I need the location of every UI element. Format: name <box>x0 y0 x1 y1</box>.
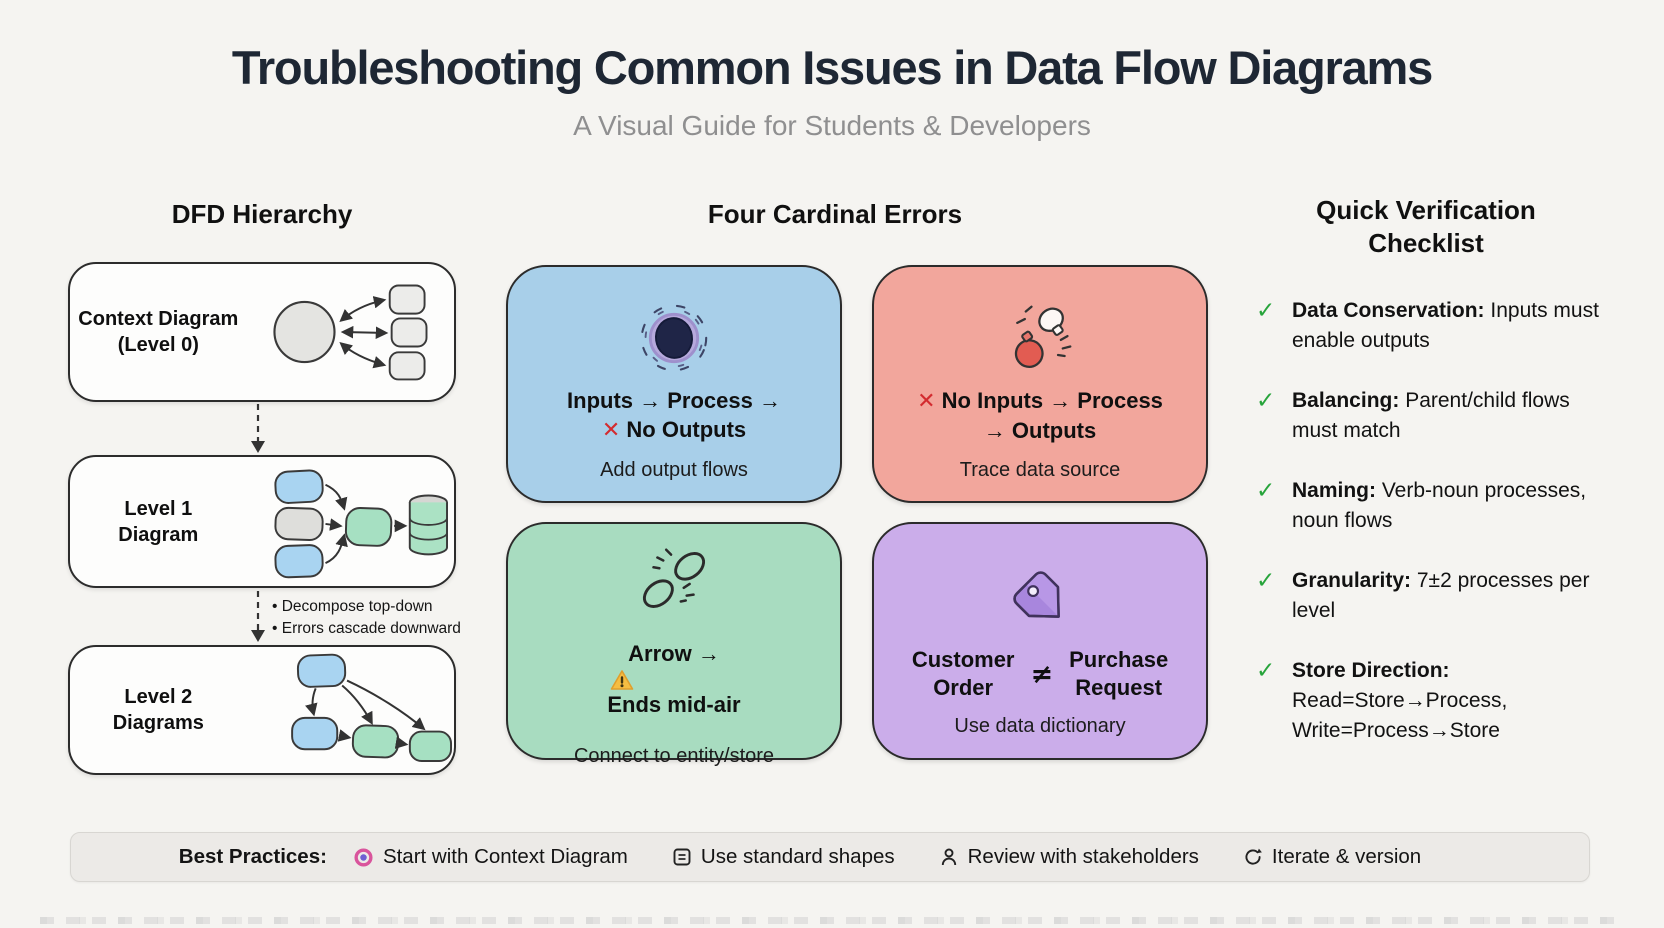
check-icon: ✓ <box>1256 568 1276 595</box>
target-icon <box>354 847 373 867</box>
error4-right-line1: Purchase <box>1069 647 1169 672</box>
checklist-text: Read=Store→Process, Write=Process→Store <box>1292 689 1508 743</box>
error4-right-term: Purchase Request <box>1069 646 1168 701</box>
checklist-item-store-direction: ✓ Store Direction: Read=Store→Process, W… <box>1256 656 1612 746</box>
level2-diagram-icon <box>291 653 453 762</box>
miracle-icon <box>1004 283 1076 375</box>
level1-sketch <box>247 464 454 580</box>
broken-link-icon <box>633 544 715 616</box>
error-card-naming-mismatch: Customer Order ≠ Purchase Request Use da… <box>872 522 1208 760</box>
checklist-text: Inputs must enable outputs <box>1292 299 1599 353</box>
level1-label-line1: Level 1 <box>124 497 193 520</box>
error2-statement: ✕ No Inputs → Process → Outputs <box>917 387 1163 445</box>
best-practice-review-stakeholders: Review with stakeholders <box>939 845 1199 869</box>
level1-label: Level 1 Diagram <box>70 496 247 548</box>
error1-line1: Inputs → Process → <box>567 388 781 413</box>
decompose-annotation: • Decompose top-down • Errors cascade do… <box>272 596 461 641</box>
context-label-line2: (Level 0) <box>117 334 199 356</box>
error1-line2: No Outputs <box>626 416 747 442</box>
error3-line2: Ends mid-air <box>607 691 741 717</box>
check-icon: ✓ <box>1256 388 1276 415</box>
checklist-text: Verb-noun processes, noun flows <box>1292 479 1587 533</box>
error-card-no-inputs: ✕ No Inputs → Process → Outputs Trace da… <box>872 265 1208 503</box>
error3-line1: Arrow → <box>628 641 720 666</box>
checklist-term: Naming: <box>1292 479 1376 503</box>
error4-fix: Use data dictionary <box>954 715 1126 737</box>
hierarchy-heading: DFD Hierarchy <box>171 199 353 229</box>
level2-label-line2: Diagrams <box>112 712 204 734</box>
annotation-line1: • Decompose top-down <box>272 598 433 615</box>
page-title: Troubleshooting Common Issues in Data Fl… <box>231 41 1433 94</box>
not-equal-icon: ≠ <box>1030 659 1054 690</box>
checklist-term: Balancing: <box>1292 389 1400 413</box>
error1-statement: Inputs → Process → ✕ No Outputs <box>567 387 781 445</box>
error2-line1: No Inputs → Process <box>941 388 1163 413</box>
checklist-term: Store Direction: <box>1292 659 1450 683</box>
check-icon: ✓ <box>1256 298 1276 324</box>
check-icon: ✓ <box>1256 478 1276 505</box>
checklist-term: Data Conservation: <box>1292 299 1485 322</box>
best-practice-text: Review with stakeholders <box>967 845 1199 868</box>
errors-heading: Four Cardinal Errors <box>707 199 963 229</box>
context-diagram-sketch <box>247 276 454 388</box>
checklist-item-balancing: ✓ Balancing: Parent/child flows must mat… <box>1256 386 1612 446</box>
best-practices-bar: Best Practices: Start with Context Diagr… <box>70 832 1590 882</box>
cutoff-text-ghost <box>40 917 1624 924</box>
best-practice-standard-shapes: Use standard shapes <box>672 845 895 869</box>
error3-statement: Arrow → Ends mid-air <box>607 640 740 719</box>
best-practice-context-diagram: Start with Context Diagram <box>353 845 628 869</box>
error-card-no-outputs: Inputs → Process → ✕ No Outputs Add outp… <box>506 265 842 503</box>
warning-icon <box>611 669 634 690</box>
context-label-line1: Context Diagram <box>78 308 239 330</box>
error4-left-term: Customer Order <box>912 646 1015 701</box>
error-card-dangling-arrow: Arrow → Ends mid-air Connect to entity/s… <box>506 522 842 767</box>
decompose-arrow-2 <box>247 591 269 643</box>
checklist-heading-line1: Quick Verification <box>1316 195 1536 225</box>
level1-diagram-box: Level 1 Diagram <box>68 455 456 588</box>
level2-sketch <box>247 653 454 767</box>
best-practice-iterate: Iterate & version <box>1243 845 1421 869</box>
best-practices-label: Best Practices: <box>178 845 327 868</box>
checklist-heading: Quick Verification Checklist <box>1240 194 1612 259</box>
verification-checklist: ✓ Data Conservation: Inputs must enable … <box>1256 296 1612 776</box>
page-subtitle: A Visual Guide for Students & Developers <box>573 110 1091 141</box>
check-icon: ✓ <box>1256 658 1276 685</box>
tag-icon <box>1003 544 1077 636</box>
best-practice-text: Iterate & version <box>1271 845 1422 868</box>
checklist-text: 7±2 processes per level <box>1292 569 1590 623</box>
x-mark-icon: ✕ <box>917 389 936 414</box>
error2-fix: Trace data source <box>959 459 1121 482</box>
error3-fix: Connect to entity/store <box>573 745 775 768</box>
iterate-icon <box>1245 848 1262 865</box>
error4-statement: Customer Order ≠ Purchase Request <box>912 646 1168 701</box>
checklist-heading-line2: Checklist <box>1368 227 1484 258</box>
error1-fix: Add output flows <box>600 459 748 482</box>
level2-label-line1: Level 2 <box>124 686 193 708</box>
checklist-item-naming: ✓ Naming: Verb-noun processes, noun flow… <box>1256 476 1612 536</box>
level2-diagram-box: Level 2 Diagrams <box>68 645 456 775</box>
decompose-arrow-1 <box>247 404 269 454</box>
error4-left-line1: Customer <box>911 647 1015 672</box>
checklist-item-data-conservation: ✓ Data Conservation: Inputs must enable … <box>1256 296 1612 356</box>
standard-shapes-icon <box>673 848 691 866</box>
best-practice-text: Use standard shapes <box>700 845 895 868</box>
error2-line2: → Outputs <box>983 417 1097 443</box>
error4-right-line2: Request <box>1075 674 1163 700</box>
context-diagram-box: Context Diagram (Level 0) <box>68 262 456 402</box>
checklist-item-granularity: ✓ Granularity: 7±2 processes per level <box>1256 566 1612 626</box>
annotation-line2: • Errors cascade downward <box>272 620 461 638</box>
level2-label: Level 2 Diagrams <box>70 684 247 736</box>
level1-label-line2: Diagram <box>118 523 199 546</box>
context-diagram-label: Context Diagram (Level 0) <box>70 306 247 358</box>
checklist-term: Granularity: <box>1292 569 1412 593</box>
checklist-text: Parent/child flows must match <box>1292 389 1570 443</box>
best-practice-text: Start with Context Diagram <box>382 845 628 868</box>
level1-diagram-icon <box>274 468 449 578</box>
context-diagram-icon <box>273 284 428 381</box>
x-mark-icon: ✕ <box>601 417 621 443</box>
black-hole-icon <box>638 283 710 375</box>
person-icon <box>941 848 956 866</box>
error4-left-line2: Order <box>933 674 994 700</box>
